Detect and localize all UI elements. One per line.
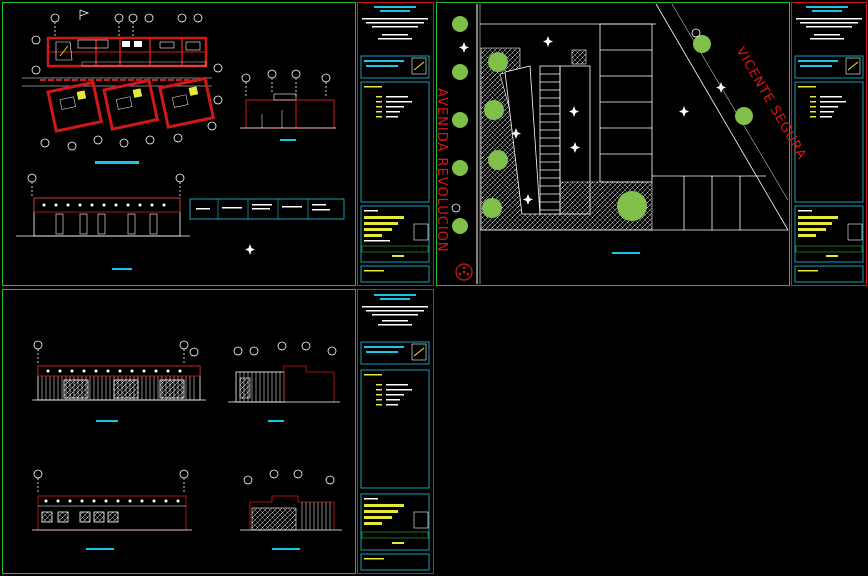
legend-table [189, 198, 345, 220]
front-elevation [32, 340, 206, 422]
title-block-frame-2[interactable] [791, 2, 867, 286]
courtyard-trees [482, 52, 647, 221]
street-trees [452, 16, 753, 234]
tree-icon [452, 16, 468, 32]
plan-room-1 [46, 80, 104, 133]
north-arrow-icon [79, 9, 90, 20]
street-label-avenida-revolucion: AVENIDA REVOLUCION [434, 88, 449, 253]
title-block-1 [360, 6, 430, 283]
street-label-vicente-segura: VICENTE SEGURA [733, 45, 810, 163]
long-elevation [16, 173, 190, 270]
viewport-elevations[interactable] [2, 289, 356, 574]
viewport-floor-plan[interactable] [2, 2, 356, 286]
plan-room-3 [158, 76, 216, 129]
side-elevation [228, 341, 340, 422]
title-block-2 [794, 6, 864, 283]
elevation-caption-bar [112, 268, 132, 270]
title-block-frame-1[interactable] [357, 2, 434, 286]
rear-elevation [32, 469, 192, 550]
front-elevation-caption-bar [96, 420, 118, 422]
parking-stalls [599, 23, 766, 230]
rear-elevation-caption-bar [86, 548, 114, 550]
section-caption-bar [280, 139, 296, 141]
floor-plan [22, 9, 223, 164]
side-elevation-2-caption-bar [272, 548, 300, 550]
viewport-site-plan[interactable] [436, 2, 790, 286]
site-plan-caption-bar [612, 252, 640, 254]
title-block-frame-3[interactable] [357, 289, 434, 574]
compass-rose-icon [455, 263, 473, 281]
side-elevation-2 [240, 469, 342, 550]
grid-bubble-icon [50, 13, 60, 23]
side-elevation-caption-bar [268, 420, 284, 422]
section-detail [240, 69, 336, 141]
plan-grid-bubbles [31, 13, 223, 151]
stair [539, 65, 561, 215]
site-plan: AVENIDA REVOLUCION VICENTE SEGURA [434, 3, 810, 284]
elevations [32, 340, 342, 550]
plan-room-2 [102, 78, 160, 131]
compass-rose-icon [245, 244, 255, 255]
title-block-3 [360, 294, 430, 571]
plan-caption-bar [95, 161, 139, 164]
